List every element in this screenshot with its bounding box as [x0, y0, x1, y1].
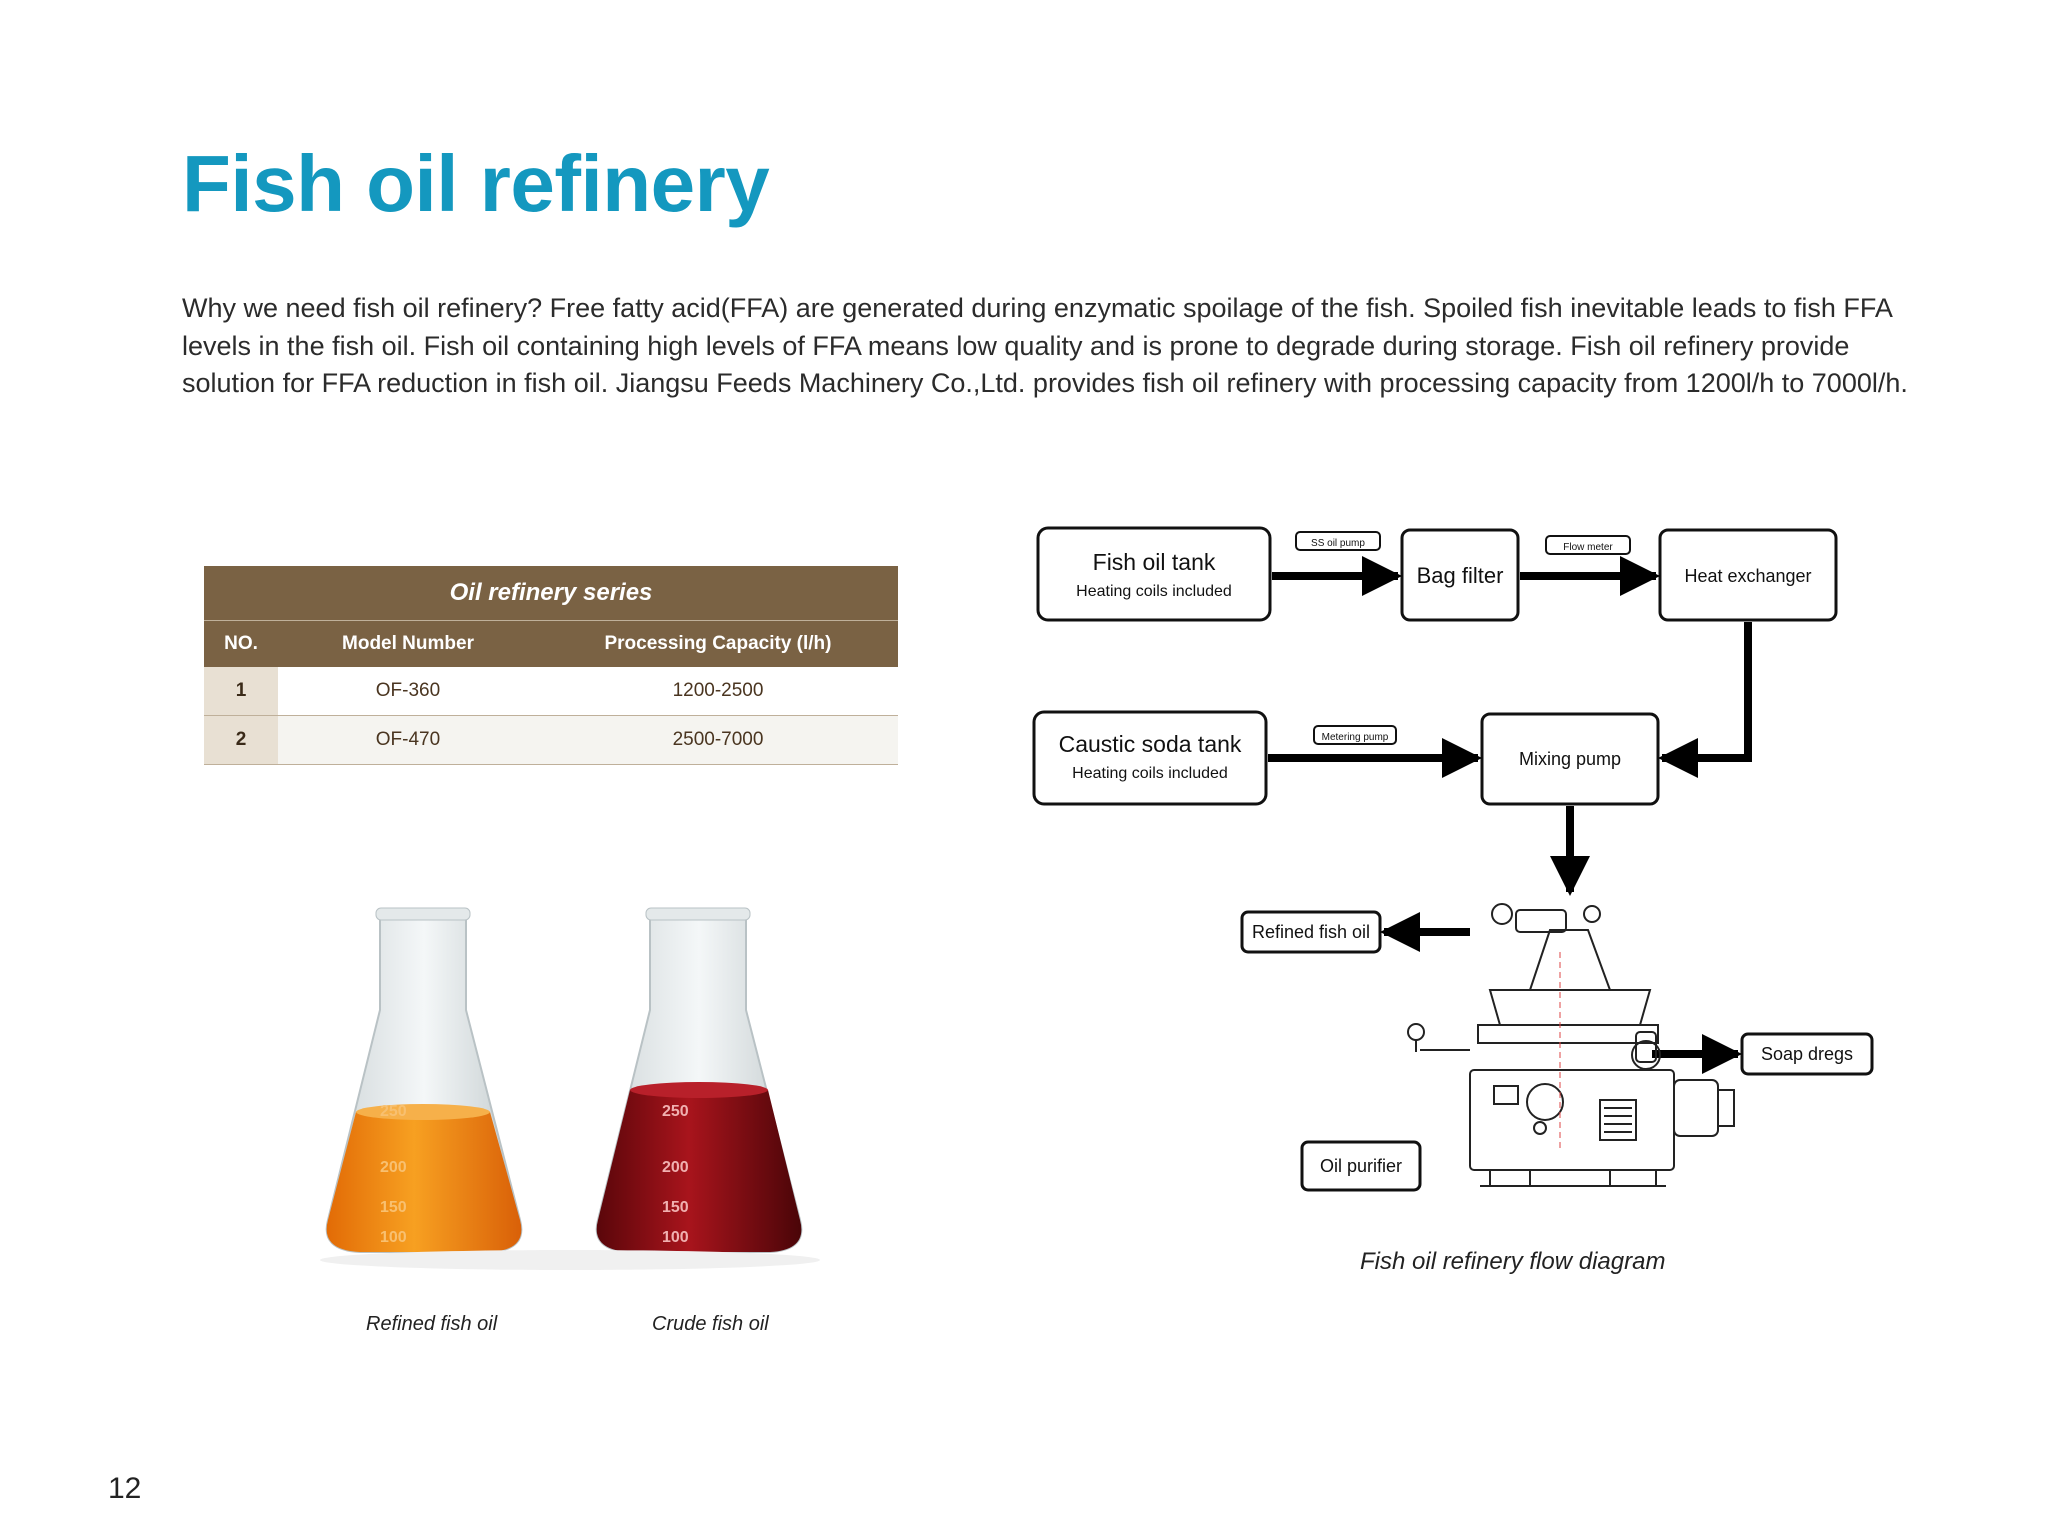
oil-purifier-box [1300, 1140, 1422, 1192]
diagram-caption: Fish oil refinery flow diagram [1360, 1248, 1666, 1275]
flow-diagram: Fish oil tank Heating coils included Bag… [1032, 526, 1874, 1192]
mixing-pump-label: Mixing pump [1519, 749, 1621, 769]
flask-mark: 150 [662, 1199, 689, 1216]
column-header-capacity: Processing Capacity (l/h) [538, 620, 898, 667]
intro-line: solution for FFA reduction in fish oil. … [182, 368, 1908, 398]
column-header-no: NO. [204, 620, 278, 667]
model-number: OF-470 [278, 715, 538, 765]
page-number: 12 [108, 1472, 142, 1505]
crude-oil-flask: 250 200 150 100 [595, 907, 803, 1253]
fish-oil-tank-title: Fish oil tank [1093, 549, 1216, 575]
metering-pump-label: Metering pump [1322, 732, 1389, 743]
page-title: Fish oil refinery [182, 139, 770, 228]
oil-purifier-label: Oil purifier [1320, 1156, 1402, 1176]
flask-mark: 200 [662, 1159, 689, 1176]
soap-dregs-box [1740, 1032, 1874, 1076]
fish-oil-tank-box [1036, 526, 1272, 622]
crude-oil-liquid [596, 1090, 802, 1252]
bag-filter-label: Bag filter [1417, 563, 1504, 588]
refined-fish-oil-label: Refined fish oil [1252, 922, 1370, 942]
intro-line: levels in the fish oil. Fish oil contain… [182, 330, 1850, 361]
processing-capacity: 2500-7000 [538, 715, 898, 765]
oil-purifier-machine [1407, 903, 1735, 1187]
flask-mark: 250 [380, 1103, 407, 1120]
flask-mark: 250 [662, 1103, 689, 1120]
soap-dregs-label: Soap dregs [1761, 1044, 1853, 1064]
column-header-model: Model Number [278, 620, 538, 667]
flask-mark: 150 [380, 1199, 407, 1216]
ss-oil-pump-tag [1295, 531, 1381, 551]
flow-meter-tag [1545, 535, 1631, 555]
row-number: 1 [204, 667, 278, 716]
fish-oil-tank-sub: Heating coils included [1076, 583, 1232, 600]
model-number: OF-360 [278, 667, 538, 716]
flow-meter-label: Flow meter [1563, 542, 1613, 553]
flask-photo: 250 200 150 100 250 200 150 100 [320, 907, 820, 1270]
intro-paragraph: Why we need fish oil refinery? Free fatt… [182, 290, 1962, 403]
table-caption: Oil refinery series [204, 566, 898, 621]
caustic-soda-tank-title: Caustic soda tank [1059, 731, 1242, 757]
flask-mark: 100 [380, 1229, 407, 1246]
bag-filter-box [1400, 528, 1520, 622]
ss-oil-pump-label: SS oil pump [1311, 538, 1365, 549]
refined-oil-flask: 250 200 150 100 [325, 907, 523, 1253]
oil-refinery-table: Oil refinery series NO. Model Number Pro… [204, 566, 898, 765]
processing-capacity: 1200-2500 [538, 667, 898, 716]
heat-exchanger-label: Heat exchanger [1684, 566, 1811, 586]
flask-mark: 200 [380, 1159, 407, 1176]
table-row: 1 OF-360 1200-2500 [204, 667, 898, 716]
crude-fish-oil-caption: Crude fish oil [652, 1313, 769, 1335]
caustic-soda-tank-box [1032, 710, 1268, 806]
row-number: 2 [204, 715, 278, 765]
refined-fish-oil-caption: Refined fish oil [366, 1313, 498, 1335]
flask-mark: 100 [662, 1229, 689, 1246]
intro-line: Why we need fish oil refinery? Free fatt… [182, 293, 1893, 323]
refined-oil-liquid [326, 1112, 522, 1252]
metering-pump-tag [1313, 725, 1397, 745]
table-row: 2 OF-470 2500-7000 [204, 715, 898, 765]
caustic-soda-tank-sub: Heating coils included [1072, 765, 1228, 782]
heat-exchanger-box [1658, 528, 1838, 622]
